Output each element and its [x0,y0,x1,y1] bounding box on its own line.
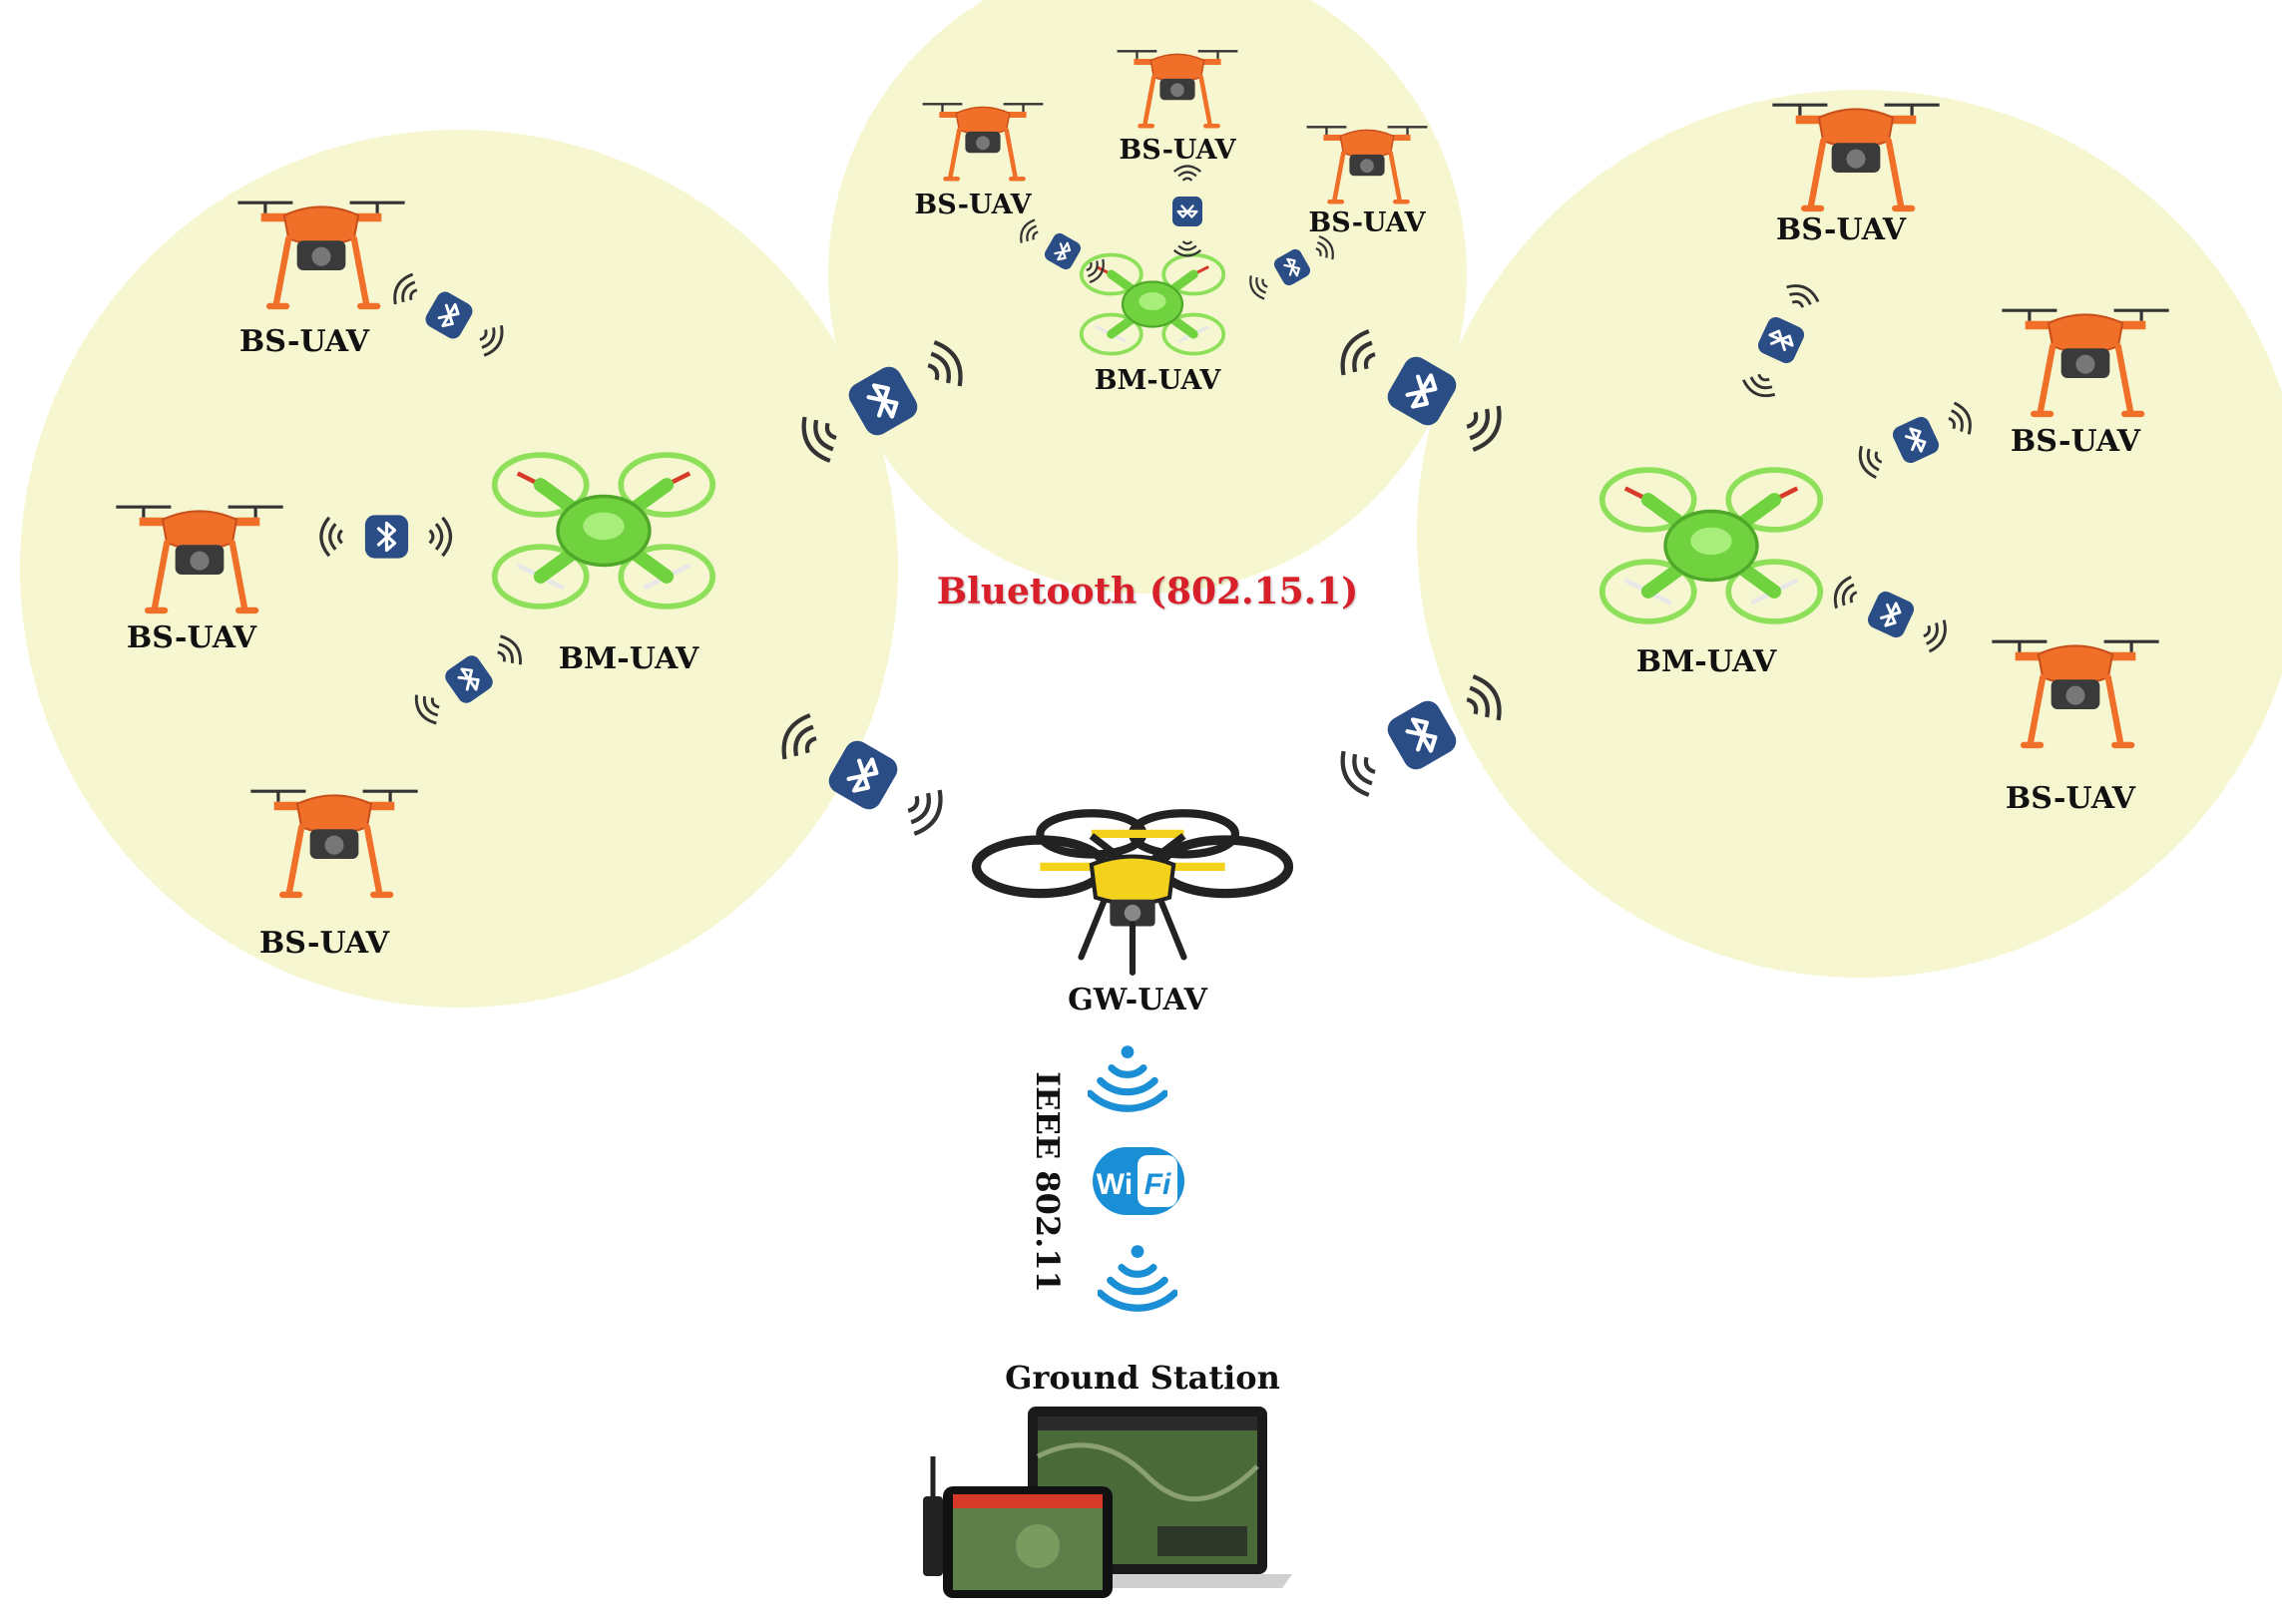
bm-uav-label: BM-UAV [1635,644,1777,679]
bs-uav-label: BS-UAV [1775,212,1907,247]
cluster-right [1417,90,2282,978]
ground-station-label: Ground Station [1005,1359,1280,1397]
wifi-fi-text: Fi [1144,1168,1171,1201]
bs-uav-label: BS-UAV [914,190,1032,220]
cluster-left [20,130,898,1008]
ground-station-icon [923,1407,1292,1598]
ieee-label: IEEE 802.11 [1029,1071,1067,1293]
gw-uav-label: GW-UAV [1068,983,1207,1017]
gateway-drone-icon [977,813,1289,973]
wifi-link: Wi Fi [1090,1045,1184,1308]
wifi-wi-text: Wi [1097,1168,1133,1201]
bs-uav-label: BS-UAV [126,620,257,655]
bluetooth-title: Bluetooth (802.15.1) [936,571,1359,612]
bs-uav-label: BS-UAV [2005,781,2136,816]
bm-uav-label: BM-UAV [1094,365,1221,396]
bs-uav-label: BS-UAV [1119,135,1236,166]
wifi-icon [1100,1245,1174,1308]
bs-uav-label: BS-UAV [2010,424,2141,459]
bm-uav-label: BM-UAV [558,641,699,676]
wifi-icon [1090,1045,1164,1108]
bs-uav-label: BS-UAV [1308,207,1426,238]
bs-uav-label: BS-UAV [258,926,390,961]
bs-uav-label: BS-UAV [238,324,370,359]
